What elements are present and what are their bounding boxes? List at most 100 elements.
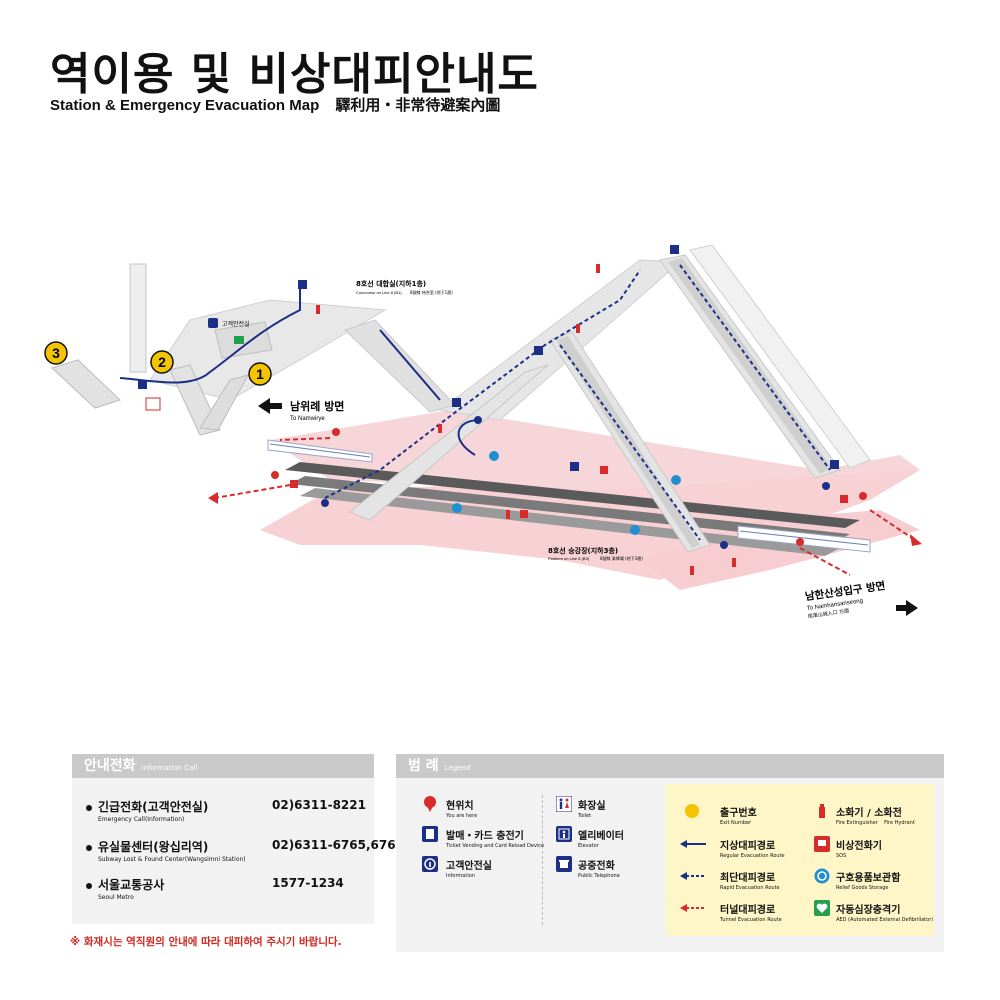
elevator-icon-3	[534, 346, 543, 355]
telephone-icon	[556, 856, 572, 872]
contact-lost-found: 유실물센터(왕십리역) Subway Lost & Found Center(W…	[86, 838, 404, 863]
relief-goods-icon-3	[489, 451, 499, 461]
svg-text:남한산성입구 방면: 남한산성입구 방면	[804, 579, 886, 603]
regular-evacuation-route	[119, 288, 301, 384]
escalator-west	[349, 364, 549, 521]
running-person-icon-2	[271, 471, 279, 479]
page-title: 역이용 및 비상대피안내도	[50, 49, 539, 100]
tunnel-route-west-2	[279, 437, 331, 441]
svg-text:3: 3	[52, 345, 60, 361]
fire-extinguisher-icon-4	[438, 424, 442, 433]
fire-extinguisher-icon	[819, 804, 825, 818]
sos-icon-4	[840, 495, 848, 503]
rapid-evacuation-route-3	[679, 264, 831, 471]
subtitle-chinese: 驛利用・非常待避案內圖	[335, 97, 501, 114]
platform-label: 8호선 승강장(지하3층)	[548, 546, 618, 555]
legend-heading-en: Legend	[444, 764, 471, 772]
elevator-icon-1	[298, 280, 307, 289]
fire-extinguisher-icon-6	[732, 558, 736, 567]
aed-icon	[814, 900, 830, 916]
fire-extinguisher-icon-2	[596, 264, 600, 273]
loop-route	[457, 419, 481, 456]
info-call-heading: 안내전화 Information Call	[72, 754, 374, 778]
relief-goods-icon	[814, 868, 830, 884]
legend-safety-box	[666, 784, 934, 936]
rapid-route-icon	[680, 872, 706, 880]
phone-icon-1	[138, 380, 147, 389]
escalator-east-steps	[668, 258, 832, 474]
walking-person-icon-1	[321, 499, 329, 507]
relief-goods-icon-1	[671, 475, 681, 485]
legend-heading-ko: 범 례	[408, 758, 439, 774]
toilet-icon	[556, 796, 572, 812]
contact-emergency: 긴급전화(고객안전실) Emergency Call(Information) …	[86, 798, 366, 823]
tunnel-route-icon	[680, 904, 706, 912]
platform-label-cn: 8號線 乘降場 (地下3層)	[600, 555, 643, 561]
rapid-evacuation-route-2	[379, 329, 441, 401]
subtitle-english: Station & Emergency Evacuation Map	[50, 97, 320, 114]
tunnel-arrow-west	[208, 492, 218, 504]
page-subtitle: Station & Emergency Evacuation Map 驛利用・非…	[50, 94, 512, 115]
svg-text:남위례 방면: 남위례 방면	[290, 399, 344, 413]
elevator-icon	[556, 826, 572, 842]
info-call-panel: 안내전화 Information Call 긴급전화(고객안전실) Emergen…	[72, 754, 404, 924]
station-map: 3 2 1 고객안전실 8호선 대합실(지하1층) Concourse on L…	[44, 244, 922, 620]
walking-person-icon-2	[474, 416, 482, 424]
svg-text:1: 1	[256, 366, 264, 382]
tunnel-route-west	[214, 484, 291, 499]
elevator-icon-2	[452, 398, 461, 407]
contact-seoul-metro-number: 1577-1234	[272, 876, 344, 890]
platform-label-en: Platform on Line 8 (B3)	[548, 556, 590, 561]
info-call-heading-ko: 안내전화	[84, 758, 136, 774]
direction-east: 남한산성입구 방면 To Namhansanseong 南漢山城入口 方面	[804, 579, 886, 620]
relief-goods-icon-2	[452, 503, 462, 513]
aed-icon	[234, 336, 244, 344]
exit-number-icon	[685, 804, 699, 818]
exit-number-1: 1	[248, 362, 272, 386]
exit-number-2: 2	[150, 350, 174, 374]
sos-icon-1	[290, 480, 298, 488]
ticket-machine-icon	[422, 826, 438, 842]
phone-icon-2	[570, 462, 579, 471]
toilet-icon	[145, 397, 161, 411]
walking-person-icon-3	[720, 541, 728, 549]
elevator-tower	[129, 263, 147, 373]
customer-office-label: 고객안전실	[222, 320, 250, 328]
fire-extinguisher-icon-7	[690, 566, 694, 575]
rapid-evacuation-route-4	[559, 344, 701, 541]
arrow-east-icon	[896, 600, 918, 616]
info-call-heading-en: Information Call	[141, 764, 198, 772]
stairs-far-right	[689, 244, 871, 469]
track-bed-2	[290, 476, 850, 542]
rapid-evacuation-route-1	[324, 269, 641, 499]
concourse-label-cn: 8號線 待合室 (地下1層)	[410, 289, 453, 295]
exit-number-3: 3	[44, 341, 68, 365]
exit-3-stairs	[51, 359, 121, 409]
running-person-icon-4	[796, 538, 804, 546]
legend-divider	[542, 795, 544, 925]
svg-text:To Namwirye: To Namwirye	[290, 416, 325, 422]
elevator-icon-4	[670, 245, 679, 254]
track-bed-1	[285, 462, 860, 528]
tunnel-route-east-2	[799, 547, 851, 576]
tunnel-arrow-east	[910, 534, 922, 546]
running-person-icon-1	[332, 428, 340, 436]
exit-1-stairs	[199, 374, 250, 431]
sos-icon-2	[600, 466, 608, 474]
tunnel-route-east	[869, 509, 916, 541]
relief-goods-icon-4	[630, 525, 640, 535]
